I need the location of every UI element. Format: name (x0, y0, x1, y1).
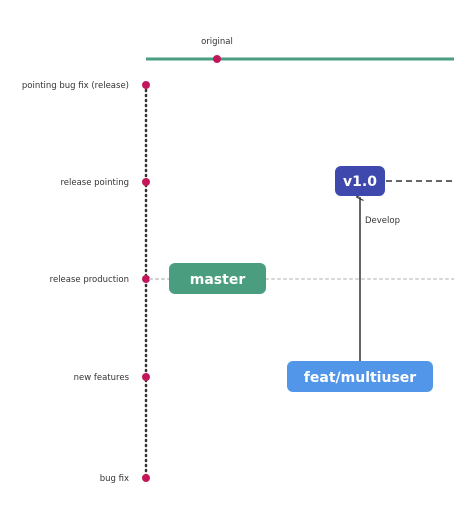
timeline-point (142, 81, 150, 89)
original-branch-point (213, 55, 221, 63)
v1-node: v1.0 (335, 166, 385, 196)
timeline-label: pointing bug fix (release) (22, 81, 129, 91)
timeline-label: bug fix (100, 474, 129, 484)
timeline-point (142, 275, 150, 283)
feat-multiuser-node: feat/multiuser (287, 361, 433, 392)
master-node: master (169, 263, 266, 294)
timeline-point (142, 373, 150, 381)
master-label: master (190, 272, 246, 288)
timeline-label: release pointing (60, 178, 129, 188)
timeline-point (142, 474, 150, 482)
original-label: original (201, 37, 233, 47)
v1-label: v1.0 (343, 174, 377, 190)
timeline-point (142, 178, 150, 186)
timeline-label: release production (50, 275, 129, 285)
develop-label: Develop (365, 216, 400, 226)
feat-multiuser-label: feat/multiuser (304, 370, 416, 386)
timeline-label: new features (74, 373, 130, 383)
